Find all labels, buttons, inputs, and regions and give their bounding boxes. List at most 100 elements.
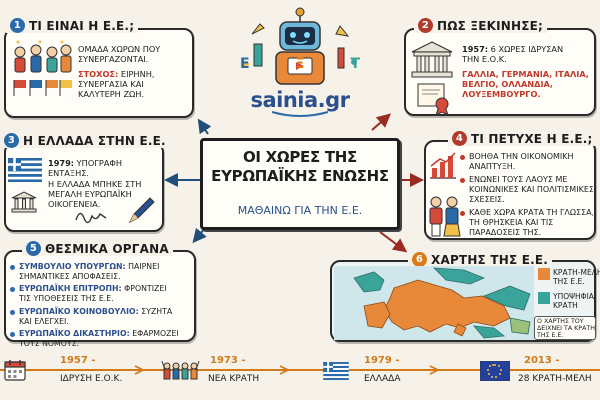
panel-1-title: 1 ΤΙ ΕΙΝΑΙ Η Ε.Ε.; xyxy=(6,18,139,33)
pen-icon xyxy=(128,197,155,224)
logo-text-b: .gr xyxy=(317,88,350,112)
panel-5-body: ΣΥΜΒΟΥΛΙΟ ΥΠΟΥΡΓΩΝ: ΠΑΙΡΝΕΙ ΣΗΜΑΝΤΙΚΕΣ ΑΠ… xyxy=(10,262,196,352)
panel-2-title: 2 ΠΩΣ ΞΕΚΙΝΗΣΕ; xyxy=(414,18,548,33)
robot-letter-2: Ξ xyxy=(295,56,305,72)
institution-2-name: ΕΥΡΩΠΑΪΚΗ ΕΠΙΤΡΟΠΗ: xyxy=(19,284,122,294)
panel-2-body: 1957: 6 ΧΩΡΕΣ ΙΔΡΥΣΑΝ ΤΗΝ Ε.Ο.Κ. ΓΑΛΛΙΑ,… xyxy=(462,44,594,99)
robot-letters: Ε Ξ Τ xyxy=(230,56,370,72)
institution-4-name: ΕΥΡΩΠΑΪΚΟ ΔΙΚΑΣΤΗΡΙΟ: xyxy=(19,329,130,339)
panel-4-title: 4 ΤΙ ΠΕΤΥΧΕ Η Ε.Ε.; xyxy=(448,131,597,146)
panel-5-title: 5 ΘΕΣΜΙΚΑ ΟΡΓΑΝΑ xyxy=(22,241,173,256)
logo: Ε Ξ Τ sainia.gr xyxy=(230,4,370,117)
achievement-3-b: ΤΗ ΘΡΗΣΚΕΙΑ ΚΑΙ ΤΙΣ xyxy=(469,218,554,227)
achievement-1-a: ΒΟΗΘΑ ΤΗΝ ΟΙΚΟΝΟΜΙΚΗ xyxy=(469,152,574,161)
panel-2-red-3: ΛΟΥΞΕΜΒΟΥΡΓΟ. xyxy=(462,89,541,99)
panel-6-title: 6 ΧΑΡΤΗΣ ΤΗΣ Ε.Ε. xyxy=(408,252,553,267)
logo-smile-icon xyxy=(271,111,329,117)
greek-flag-small-icon xyxy=(323,362,349,380)
center-subtitle: ΜΑΘΑΙΝΩ ΓΙΑ ΤΗΝ Ε.Ε. xyxy=(237,204,363,217)
panel-1-goal-2: ΣΥΝΕΡΓΑΣΙΑ ΚΑΙ xyxy=(78,78,144,89)
robot-letter-3: Τ xyxy=(350,56,360,72)
timeline-year-2: 1973 - xyxy=(210,355,246,366)
arrow-to-p5 xyxy=(192,227,207,244)
timeline-label-4: 28 ΚΡΑΤΗ-ΜΕΛΗ xyxy=(518,374,592,384)
timeline-label-1: ΙΔΡΥΣΗ Ε.Ο.Κ. xyxy=(60,374,123,384)
map-note-1: Ο ΧΑΡΤΗΣ ΤΟΥ xyxy=(537,318,584,325)
panel-1-goal-1: ΕΙΡΗΝΗ, xyxy=(120,68,155,79)
panel-3-number: 3 xyxy=(4,133,19,148)
temple-icon xyxy=(11,191,37,213)
achievement-3: ΚΑΘΕ ΧΩΡΑ ΚΡΑΤΑ ΤΗ ΓΛΩΣΣΑ,ΤΗ ΘΡΗΣΚΕΙΑ ΚΑ… xyxy=(460,208,594,238)
achievement-3-a: ΚΑΘΕ ΧΩΡΑ ΚΡΑΤΑ ΤΗ ΓΛΩΣΣΑ, xyxy=(469,208,593,217)
legend-members-a: ΚΡΑΤΗ-ΜΕΛΗ xyxy=(553,268,600,277)
panel-3-title-text: Η ΕΛΛΑΔΑ ΣΤΗΝ Ε.Ε. xyxy=(23,133,166,148)
panel-2-line-2: ΤΗΝ Ε.Ο.Κ. xyxy=(462,54,507,65)
legend-candidates-a: ΥΠΟΨΗΦΙΑ xyxy=(553,292,594,301)
timeline-label-3: ΕΛΛΑΔΑ xyxy=(364,374,401,384)
chart-icon xyxy=(430,152,456,179)
greek-flag-icon xyxy=(8,158,42,182)
signature-icon xyxy=(75,212,107,224)
map-icon xyxy=(334,266,534,340)
legend-members-b: ΤΗΣ Ε.Ε. xyxy=(553,277,585,286)
panel-1-title-text: ΤΙ ΕΙΝΑΙ Η Ε.Ε.; xyxy=(29,18,135,33)
map-note-2: ΔΕΙΧΝΕΙ ΤΑ ΚΡΑΤΗ xyxy=(537,325,595,333)
timeline-line xyxy=(0,365,600,375)
institution-1-b: ΣΗΜΑΝΤΙΚΕΣ ΑΠΟΦΑΣΕΙΣ. xyxy=(19,271,121,281)
center-title-line-1: ΟΙ ΧΩΡΕΣ ΤΗΣ xyxy=(242,148,357,166)
robot-letter-1: Ε xyxy=(240,56,250,72)
achievement-2-b: ΚΟΙΝΩΝΙΚΕΣ ΚΑΙ ΠΟΛΙΤΙΣΜΙΚΕΣ xyxy=(469,185,593,194)
panel-4-title-text: ΤΙ ΠΕΤΥΧΕ Η Ε.Ε.; xyxy=(471,131,593,146)
institution-4-b: ΤΟΥΣ ΝΟΜΟΥΣ. xyxy=(19,339,80,349)
institution-3-name: ΕΥΡΩΠΑΪΚΟ ΚΟΙΝΟΒΟΥΛΙΟ: xyxy=(19,306,139,316)
panel-6-title-text: ΧΑΡΤΗΣ ΤΗΣ Ε.Ε. xyxy=(431,252,549,267)
calendar-icon xyxy=(4,360,26,381)
logo-text: sainia.gr xyxy=(230,88,370,112)
panel-5-title-text: ΘΕΣΜΙΚΑ ΟΡΓΑΝΑ xyxy=(45,241,169,256)
achievement-1-b: ΑΝΑΠΤΥΞΗ. xyxy=(469,162,516,171)
panel-1-goal-label: ΣΤΟΧΟΣ: xyxy=(78,68,119,79)
institution-4-a: ΕΦΑΡΜΟΖΕΙ xyxy=(132,329,179,339)
timeline-label-2: ΝΕΑ ΚΡΑΤΗ xyxy=(208,374,260,384)
institution-1: ΣΥΜΒΟΥΛΙΟ ΥΠΟΥΡΓΩΝ: ΠΑΙΡΝΕΙ ΣΗΜΑΝΤΙΚΕΣ ΑΠ… xyxy=(10,262,196,281)
panel-1-number: 1 xyxy=(10,18,25,33)
panel-4-number: 4 xyxy=(452,131,467,146)
certificate-icon xyxy=(417,83,449,116)
map-note-3: ΤΗΣ Ε.Ε. xyxy=(537,332,564,340)
panel-3-line-2: Η ΕΛΛΑΔΑ ΜΠΗΚΕ ΣΤΗ xyxy=(48,178,142,189)
cheering-people-icon xyxy=(161,360,200,380)
institution-1-a: ΠΑΙΡΝΕΙ xyxy=(128,262,160,271)
center-title: ΟΙ ΧΩΡΕΣ ΤΗΣ ΕΥΡΩΠΑΪΚΗΣ ΕΝΩΣΗΣ xyxy=(200,148,400,186)
timeline-year-1: 1957 - xyxy=(60,355,96,366)
panel-3-line-4: ΟΙΚΟΓΕΝΕΙΑ. xyxy=(48,199,101,209)
arrow-to-p6 xyxy=(379,231,408,253)
panel-1-line-1: ΟΜΑΔΑ ΧΩΡΩΝ ΠΟΥ xyxy=(78,44,161,54)
panel-1-line-2: ΣΥΝΕΡΓΑΖΟΝΤΑΙ. xyxy=(78,54,149,65)
panel-6-number: 6 xyxy=(412,252,427,267)
panel-3-body: 1979: ΥΠΟΓΡΑΦΗ ΕΝΤΑΞΗΣ. Η ΕΛΛΑΔΑ ΜΠΗΚΕ Σ… xyxy=(48,158,164,209)
panel-3-line-1: ΥΠΟΓΡΑΦΗ ΕΝΤΑΞΗΣ. xyxy=(48,158,122,179)
building-icon xyxy=(411,41,453,78)
achievement-2-c: ΣΧΕΣΕΙΣ. xyxy=(469,195,505,204)
institution-2-b: ΤΙΣ ΥΠΟΘΕΣΕΙΣ ΤΗΣ Ε.Ε. xyxy=(19,294,114,304)
institution-3-b: ΚΑΙ ΕΛΕΓΧΕΙ. xyxy=(19,316,69,326)
institution-1-name: ΣΥΜΒΟΥΛΙΟ ΥΠΟΥΡΓΩΝ: xyxy=(19,262,126,271)
institution-4: ΕΥΡΩΠΑΪΚΟ ΔΙΚΑΣΤΗΡΙΟ: ΕΦΑΡΜΟΖΕΙ ΤΟΥΣ ΝΟΜΟ… xyxy=(10,329,196,348)
panel-what-is-eu xyxy=(4,28,194,118)
panel-2-year: 1957: xyxy=(462,44,489,54)
folk-dancers-icon xyxy=(429,196,461,237)
legend-swatch-candidates xyxy=(538,292,550,304)
logo-text-a: sainia xyxy=(250,88,318,112)
panel-3-title: 3 Η ΕΛΛΑΔΑ ΣΤΗΝ Ε.Ε. xyxy=(0,133,170,148)
eu-flag-icon xyxy=(480,361,510,381)
achievement-2-a: ΕΝΩΝΕΙ ΤΟΥΣ ΛΑΟΥΣ ΜΕ xyxy=(469,175,568,184)
panel-2-title-text: ΠΩΣ ΞΕΚΙΝΗΣΕ; xyxy=(437,18,544,33)
institution-3-a: ΣΥΖΗΤΑ xyxy=(141,306,173,316)
center-box xyxy=(200,138,400,230)
center-title-line-2: ΕΥΡΩΠΑΪΚΗΣ ΕΝΩΣΗΣ xyxy=(211,166,389,185)
